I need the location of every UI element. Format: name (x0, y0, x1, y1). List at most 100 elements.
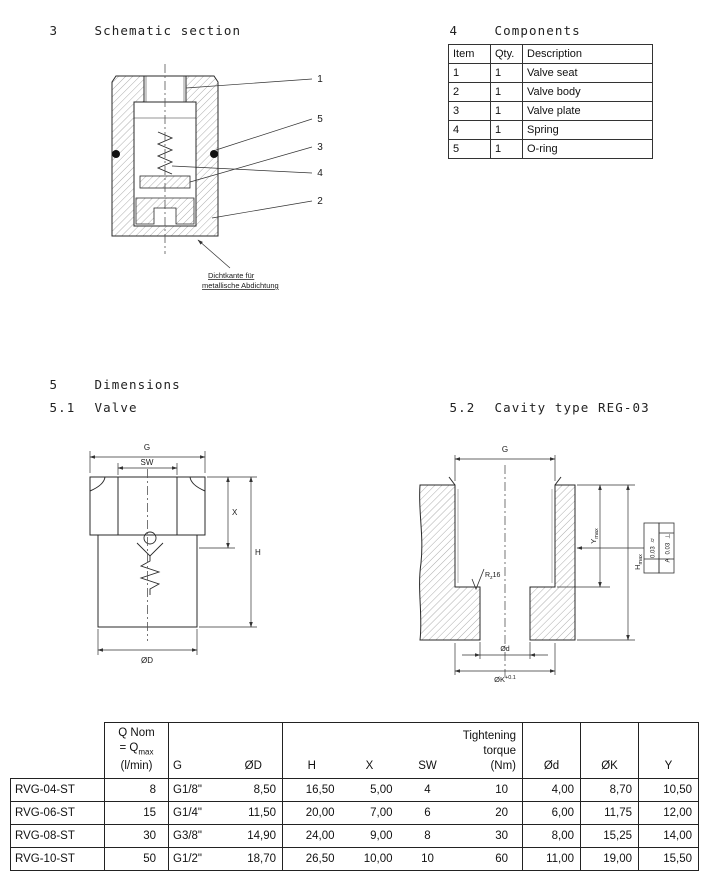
ymax-prefix: Y (589, 539, 598, 544)
cell-od: 8,50 (224, 778, 283, 802)
cell-item: 1 (448, 63, 491, 83)
header-sw: SW (398, 722, 457, 779)
rz-sub: z (490, 575, 493, 581)
cell-d: 11,00 (522, 847, 581, 871)
callout-3: 3 (317, 142, 323, 153)
callout-leaders (171, 78, 313, 219)
header-k: ØK (580, 722, 639, 779)
cell-k: 19,00 (580, 847, 639, 871)
components-header-desc: Description (522, 44, 653, 64)
cell-torque: 30 (456, 824, 523, 848)
tolerance-frame-1: 0.03 ⌭ (651, 537, 657, 558)
table-row: RVG-08-ST 30 G3/8" 14,90 24,00 9,00 8 30… (10, 824, 699, 848)
dim-label-x: X (232, 508, 238, 517)
heading-cavity: 5.2 Cavity type REG-03 (415, 385, 650, 430)
table-row: 3 1 Valve plate (448, 101, 653, 121)
cell-d: 4,00 (522, 778, 581, 802)
table-row: 4 1 Spring (448, 120, 653, 140)
header-torque-line1: Tightening (462, 730, 516, 742)
seal-edge-note-line2: metallische Abdichtung (202, 281, 279, 290)
seal-edge-leader (197, 239, 231, 269)
cell-g: G1/8" (168, 778, 225, 802)
heading-schematic-title: Schematic section (94, 23, 242, 38)
heading-schematic-number: 3 (49, 23, 59, 38)
cavity-section-walls (419, 476, 576, 641)
cell-qty: 1 (490, 120, 523, 140)
rz-prefix: R (485, 572, 490, 579)
cell-y: 12,00 (638, 801, 699, 825)
cell-h: 24,00 (282, 824, 341, 848)
cell-item: 3 (448, 101, 491, 121)
cell-model: RVG-04-ST (10, 778, 105, 802)
header-flow: Q Nom = Qmax (l/min) (104, 722, 169, 779)
cell-g: G3/8" (168, 824, 225, 848)
header-od: ØD (224, 722, 283, 779)
check-valve-symbol (136, 531, 164, 595)
cell-q: 15 (104, 801, 169, 825)
header-torque: Tightening torque (Nm) (456, 722, 523, 779)
cell-sw: 10 (398, 847, 457, 871)
dim-table-header-row: Q Nom = Qmax (l/min) G ØD H X SW Tighten… (10, 722, 699, 779)
components-header-row: Item Qty. Description (448, 44, 653, 64)
cell-item: 5 (448, 139, 491, 159)
cell-sw: 8 (398, 824, 457, 848)
header-flow-sub: max (138, 747, 154, 756)
cell-k: 8,70 (580, 778, 639, 802)
cell-model: RVG-10-ST (10, 847, 105, 871)
cell-od: 14,90 (224, 824, 283, 848)
cell-desc: Spring (522, 120, 653, 140)
header-g: G (168, 722, 225, 779)
cell-torque: 10 (456, 778, 523, 802)
k-tolerance-sup: +0.1 (505, 675, 516, 681)
tolerance-frame-2: A0.03⊥ (665, 534, 672, 563)
cell-x: 5,00 (340, 778, 399, 802)
heading-cavity-title: Cavity type REG-03 (494, 400, 650, 415)
cell-desc: Valve body (522, 82, 653, 102)
table-row: RVG-06-ST 15 G1/4" 11,50 20,00 7,00 6 20… (10, 801, 699, 825)
surface-roughness-icon (471, 568, 485, 591)
header-x: X (340, 722, 399, 779)
cell-h: 16,50 (282, 778, 341, 802)
header-flow-line2: = Qmax (111, 741, 162, 759)
heading-cavity-number: 5.2 (449, 400, 476, 415)
header-y: Y (638, 722, 699, 779)
tolerance-1-value: 0.03 (651, 546, 657, 558)
tolerance-frames (643, 522, 675, 574)
dim-label-g: G (144, 443, 150, 452)
tolerance-2-value: 0.03 (666, 542, 672, 554)
table-row: RVG-10-ST 50 G1/2" 18,70 26,50 10,00 10 … (10, 847, 699, 871)
cell-q: 8 (104, 778, 169, 802)
cell-item: 2 (448, 82, 491, 102)
heading-valve-title: Valve (94, 400, 138, 415)
cell-g: G1/4" (168, 801, 225, 825)
cylindricity-icon: ⌭ (651, 537, 657, 542)
dim-label-hmax: Hmax (633, 554, 644, 570)
header-blank (10, 722, 105, 779)
hmax-sub: max (638, 554, 644, 565)
cell-h: 20,00 (282, 801, 341, 825)
hmax-prefix: H (633, 564, 642, 569)
cell-item: 4 (448, 120, 491, 140)
cell-qty: 1 (490, 63, 523, 83)
cell-torque: 20 (456, 801, 523, 825)
components-header-item: Item (448, 44, 491, 64)
cell-model: RVG-06-ST (10, 801, 105, 825)
table-row: RVG-04-ST 8 G1/8" 8,50 16,50 5,00 4 10 4… (10, 778, 699, 802)
cell-desc: Valve plate (522, 101, 653, 121)
heading-dimensions-title: Dimensions (94, 377, 181, 392)
table-row: 1 1 Valve seat (448, 63, 653, 83)
cell-g: G1/2" (168, 847, 225, 871)
perpendicularity-icon: ⊥ (665, 534, 672, 539)
cell-d: 6,00 (522, 801, 581, 825)
rz-value: 16 (493, 572, 501, 579)
header-flow-line3: (l/min) (120, 760, 153, 772)
dim-label-sw: SW (141, 458, 154, 467)
header-flow-line1: Q Nom (118, 726, 155, 739)
cell-desc: O-ring (522, 139, 653, 159)
cell-y: 15,50 (638, 847, 699, 871)
seal-edge-note-line1: Dichtkante für (208, 271, 255, 280)
cell-sw: 6 (398, 801, 457, 825)
components-table: Item Qty. Description 1 1 Valve seat 2 1… (448, 44, 653, 159)
